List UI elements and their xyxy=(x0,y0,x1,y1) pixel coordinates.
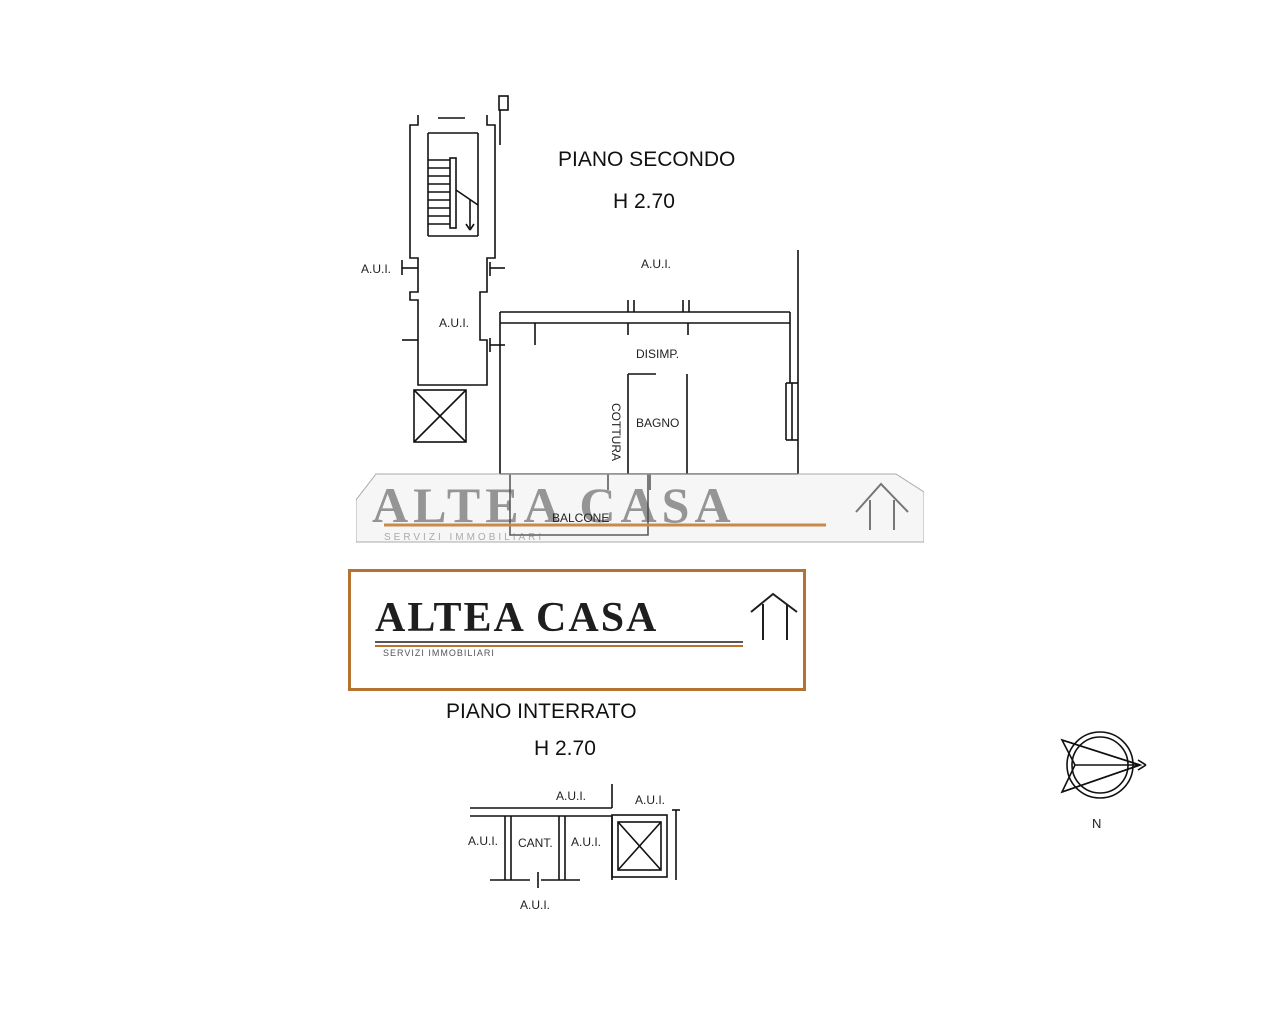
room-label-aui-stair: A.U.I. xyxy=(439,316,470,330)
basement-label-cantina: CANT. xyxy=(518,836,553,850)
basement-label-aui-left: A.U.I. xyxy=(468,834,499,848)
room-label-balcone: BALCONE xyxy=(552,511,610,525)
compass-north-label: N xyxy=(1092,816,1102,831)
basement-height: H 2.70 xyxy=(534,737,596,760)
watermark-tagline: SERVIZI IMMOBILIARI xyxy=(384,532,545,543)
watermark-frame xyxy=(356,473,924,543)
agency-logo: ALTEA CASA SERVIZI IMMOBILIARI xyxy=(348,569,806,691)
basement-label-aui-right: A.U.I. xyxy=(635,793,666,807)
upper-floor-height: H 2.70 xyxy=(613,190,675,213)
room-label-bagno: BAGNO xyxy=(636,416,680,430)
basement-label-aui-mid: A.U.I. xyxy=(571,835,602,849)
watermark-name: ALTEA CASA xyxy=(372,477,736,533)
stair-core xyxy=(401,95,509,386)
lift-shaft-upper xyxy=(413,389,467,443)
basement-label-aui-top: A.U.I. xyxy=(556,789,587,803)
room-label-cottura: COTTURA xyxy=(609,403,623,461)
compass-rose xyxy=(1060,731,1147,799)
room-label-aui-top: A.U.I. xyxy=(641,257,672,271)
upper-floor-title: PIANO SECONDO xyxy=(558,148,736,171)
logo-name: ALTEA CASA xyxy=(375,595,659,641)
basement-walls xyxy=(470,784,680,888)
room-label-aui-left: A.U.I. xyxy=(361,262,392,276)
watermark: ALTEA CASA SERVIZI IMMOBILIARI xyxy=(356,472,924,544)
basement-label-aui-bottom: A.U.I. xyxy=(520,898,551,912)
logo-tagline: SERVIZI IMMOBILIARI xyxy=(383,648,495,658)
room-label-disimpegno: DISIMP. xyxy=(636,347,680,361)
logo-graphic xyxy=(375,592,798,647)
basement-title: PIANO INTERRATO xyxy=(446,700,637,723)
